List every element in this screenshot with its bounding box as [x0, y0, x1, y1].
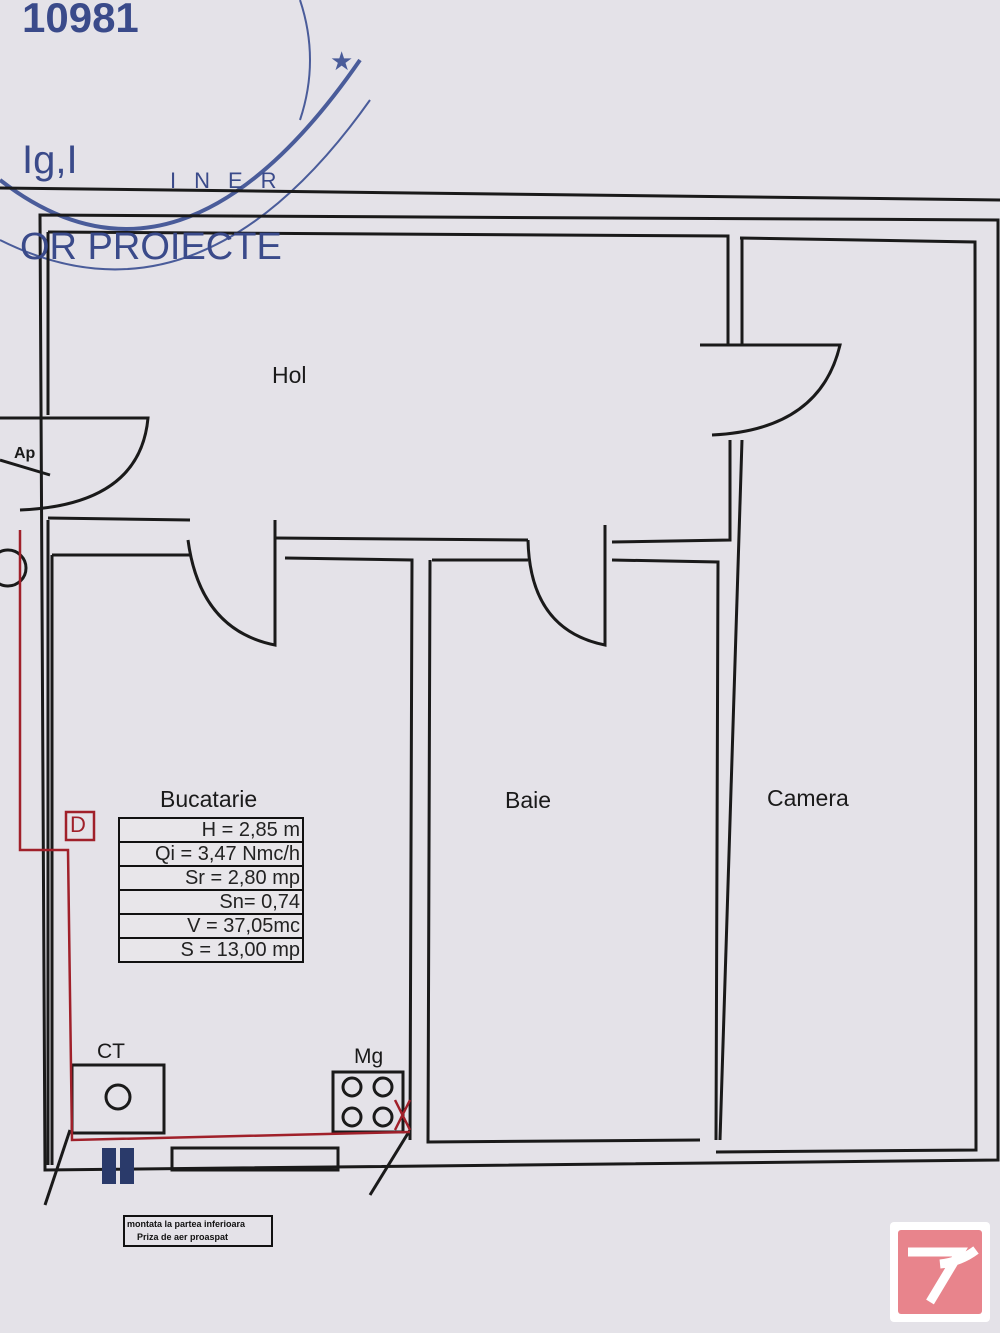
kitchen-specs-table: H = 2,85 m Qi = 3,47 Nmc/h Sr = 2,80 mp … — [118, 817, 304, 963]
symbol-ct: CT — [97, 1040, 125, 1063]
spec-sn: Sn= 0,74 — [120, 891, 302, 915]
symbol-ap: Ap — [14, 445, 36, 462]
room-label-camera: Camera — [767, 785, 849, 811]
spec-height: H = 2,85 m — [120, 819, 302, 843]
walls — [0, 186, 1000, 1206]
spec-area: S = 13,00 mp — [180, 939, 300, 961]
symbol-mg: Mg — [354, 1045, 384, 1068]
stamp-grade: Ig,I — [22, 138, 78, 182]
stamp-ring-text: INER — [170, 168, 295, 193]
room-label-hol: Hol — [272, 362, 307, 388]
gas-line — [18, 530, 412, 1142]
stamp — [0, 0, 371, 271]
room-label-baie: Baie — [505, 787, 552, 813]
note-line-1: montata la partea inferioara — [127, 1219, 246, 1229]
spec-flow: Qi = 3,47 Nmc/h — [120, 843, 302, 867]
vent-grille — [102, 1148, 116, 1184]
spec-sr: Sr = 2,80 mp — [120, 867, 302, 891]
star-icon: ★ — [330, 46, 353, 76]
vent-grille — [120, 1148, 134, 1184]
symbol-d: D — [70, 812, 86, 837]
publi24-logo — [890, 1222, 990, 1322]
vent-note: montata la partea inferioara Priza de ae… — [123, 1215, 273, 1247]
room-label-bucatarie: Bucatarie — [160, 786, 258, 812]
note-line-2: Priza de aer proaspat — [137, 1232, 229, 1242]
stamp-ring-text-2: OR PROIECTE — [20, 226, 282, 268]
spec-volume: V = 37,05mc — [120, 915, 302, 939]
stamp-number: 10981 — [22, 0, 139, 41]
